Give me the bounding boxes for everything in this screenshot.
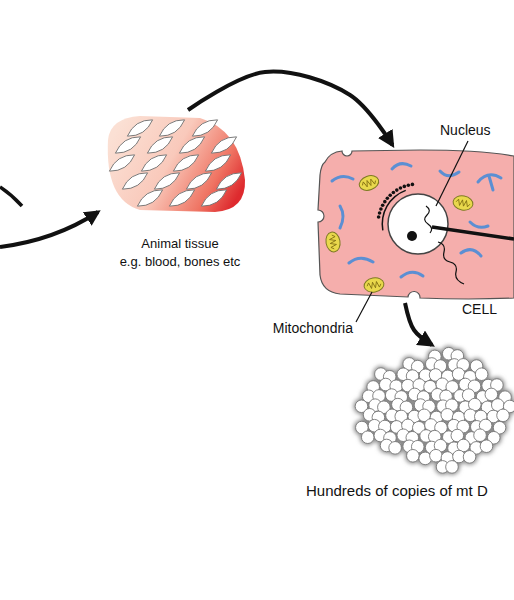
er-membrane <box>332 176 353 181</box>
tissue-cell <box>120 169 151 194</box>
flow-arrow <box>188 72 392 145</box>
tissue-cell <box>152 169 183 194</box>
mtdna-copies <box>355 347 514 473</box>
tissue-cell <box>203 151 234 176</box>
mtdna-circle <box>389 442 402 455</box>
mtdna-circle <box>474 429 487 442</box>
er-membrane <box>461 250 481 256</box>
callout-label: Mitochondria <box>232 320 353 336</box>
flow-arrow <box>405 303 432 345</box>
tissue-cell <box>184 169 215 194</box>
mtdna-circle <box>480 440 493 453</box>
tissue-node: Animal tissue e.g. blood, bones etc <box>100 110 260 275</box>
mitochondrion-shape <box>452 194 474 211</box>
tissue-cell <box>145 133 176 158</box>
er-membrane <box>401 272 423 277</box>
tissue-cell <box>167 186 198 211</box>
node-outline <box>318 145 514 303</box>
tissue-cell <box>135 186 166 211</box>
tissue-cell <box>214 169 245 194</box>
mtdna-circle <box>463 451 476 464</box>
nucleus-shape <box>388 194 448 254</box>
incoming-arrow <box>0 187 22 206</box>
node-label: Animal tissue <box>100 237 260 252</box>
er-membrane <box>340 206 343 228</box>
tissue-cell <box>171 151 202 176</box>
er-membrane <box>478 175 501 190</box>
node-outline <box>300 345 514 505</box>
outgoing-line <box>432 227 514 239</box>
cell-membrane <box>318 150 514 299</box>
er-membrane <box>349 258 373 263</box>
mitochondrion-shape <box>324 231 341 253</box>
mtdna-circle <box>430 449 443 462</box>
chromatin-strand <box>425 206 464 284</box>
mtdna-circle <box>446 461 459 474</box>
nucleolus-dot <box>407 231 417 241</box>
tissue-cell <box>209 133 240 158</box>
cluster-shadow <box>353 346 514 475</box>
tissue-cell <box>177 133 208 158</box>
er-membrane <box>440 171 459 176</box>
mtdna-circle <box>361 431 374 444</box>
tissue-cell <box>107 151 138 176</box>
tissue-cell <box>199 186 230 211</box>
callout-label: Nucleus <box>440 122 514 138</box>
mtdna-circle <box>475 368 488 381</box>
leader-line <box>436 141 468 206</box>
mtdna-cluster: Hundreds of copies of mt D <box>300 345 514 505</box>
tissue-cell <box>113 133 144 158</box>
mitochondrion-shape <box>363 276 385 293</box>
incoming-arrow <box>0 212 98 247</box>
er-membrane <box>392 164 411 169</box>
mtdna-circle <box>407 449 420 462</box>
cell-node: CELL <box>318 145 514 303</box>
node-label: e.g. blood, bones etc <box>100 255 260 270</box>
er-membrane <box>470 222 488 227</box>
node-label: CELL <box>462 301 514 317</box>
mtdna-circle <box>441 409 454 422</box>
node-label: Hundreds of copies of mt D <box>306 482 514 499</box>
leader-line <box>356 292 372 322</box>
mtdna-circle <box>497 409 510 422</box>
tissue-cell <box>139 151 170 176</box>
mitochondrion-shape <box>357 173 381 193</box>
